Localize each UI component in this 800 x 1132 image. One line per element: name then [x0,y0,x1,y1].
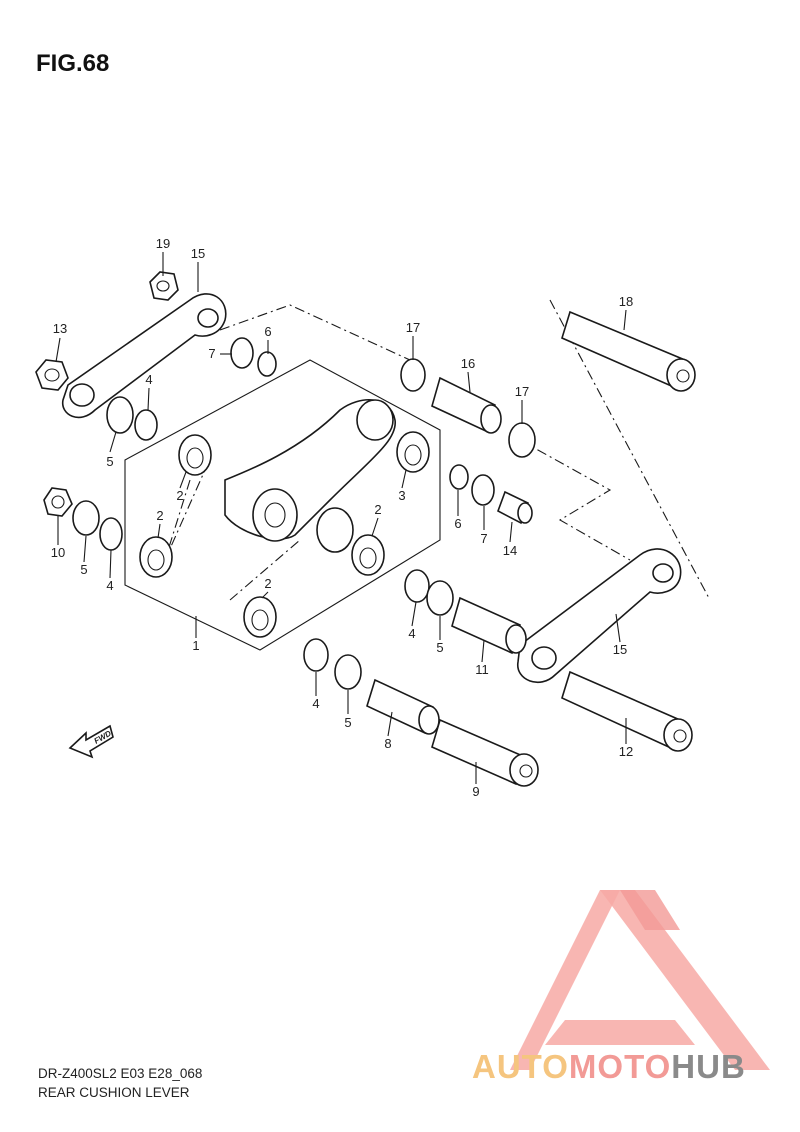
callout-4-lower: 4 [312,696,319,711]
callout-8: 8 [384,736,391,751]
callout-15-upper: 15 [191,246,205,261]
callout-9: 9 [472,784,479,799]
callout-3: 3 [398,488,405,503]
callout-5-lower: 5 [344,715,351,730]
callout-2-a: 2 [176,488,183,503]
washer-5-left [72,500,100,536]
washer-5-lower [334,654,362,690]
washer-17-a [400,358,426,392]
collar-16 [431,376,502,434]
callout-12: 12 [619,744,633,759]
washer-4-left [99,517,123,551]
callout-4-upper: 4 [145,372,152,387]
callout-16: 16 [461,356,475,371]
bolt-12 [561,670,693,752]
link-rod-lower [517,548,682,684]
leader-line-inner2 [229,539,301,601]
callout-4-left: 4 [106,578,113,593]
callout-2-d: 2 [264,576,271,591]
callout-1: 1 [192,638,199,653]
collar-6-upper [257,351,277,377]
callout-6-upper: 6 [264,324,271,339]
automotohub-wordmark: AUTOMOTOHUB [472,1048,746,1086]
lever-assembly-frame [124,359,441,651]
automotohub-logo [510,890,770,1070]
leader-line-right [519,439,631,561]
bolt-9 [431,718,539,787]
callout-15-lower: 15 [613,642,627,657]
callout-4-mid: 4 [408,626,415,641]
bolt-18 [561,310,696,392]
callout-5-upper: 5 [106,454,113,469]
figure-title: FIG.68 [36,50,110,77]
bearing-2-c [139,536,173,578]
leader-line-upper [219,304,411,361]
collar-11 [451,596,527,655]
collar-6-right [449,464,469,490]
link-rod-upper [62,293,227,419]
callout-17-a: 17 [406,320,420,335]
wordmark-hub: HUB [671,1048,746,1085]
collar-8 [366,678,440,735]
leader-line-inner [164,469,206,561]
footer-code: DR-Z400SL2 E03 E28_068 [38,1066,203,1081]
washer-4-mid [404,569,430,603]
collar-14 [497,490,533,525]
seal-7-right [471,474,495,506]
footer-caption: REAR CUSHION LEVER [38,1085,190,1100]
washer-5-upper [106,396,134,434]
callout-11: 11 [475,662,489,677]
callout-2-c: 2 [156,508,163,523]
washer-5-mid [426,580,454,616]
callout-14: 14 [503,543,517,558]
wordmark-auto: AUTO [472,1048,569,1085]
callout-7-upper: 7 [208,346,215,361]
callout-10: 10 [51,545,65,560]
callout-13: 13 [53,321,67,336]
leader-line-bolt18 [549,299,711,601]
bearing-3 [396,431,430,473]
bearing-2-a [178,434,212,476]
callout-2-b: 2 [374,502,381,517]
callout-leaders [55,252,627,784]
callout-19: 19 [156,236,170,251]
footer: DR-Z400SL2 E03 E28_068 REAR CUSHION LEVE… [38,1064,202,1102]
nut-10 [43,487,73,517]
callout-6-right: 6 [454,516,461,531]
callout-5-mid: 5 [436,640,443,655]
wordmark-moto: MOTO [568,1048,672,1085]
callout-7-right: 7 [480,531,487,546]
nut-19 [149,271,179,301]
fwd-arrow-icon: FWD [68,724,114,759]
nut-13 [35,359,69,391]
washer-17-b [508,422,536,458]
callout-5-left: 5 [80,562,87,577]
bearing-2-b [351,534,385,576]
cushion-lever-1 [224,398,396,553]
washer-4-lower [303,638,329,672]
callout-18: 18 [619,294,633,309]
bearing-2-d [243,596,277,638]
seal-7-upper [230,337,254,369]
washer-4-upper [134,409,158,441]
callout-17-b: 17 [515,384,529,399]
